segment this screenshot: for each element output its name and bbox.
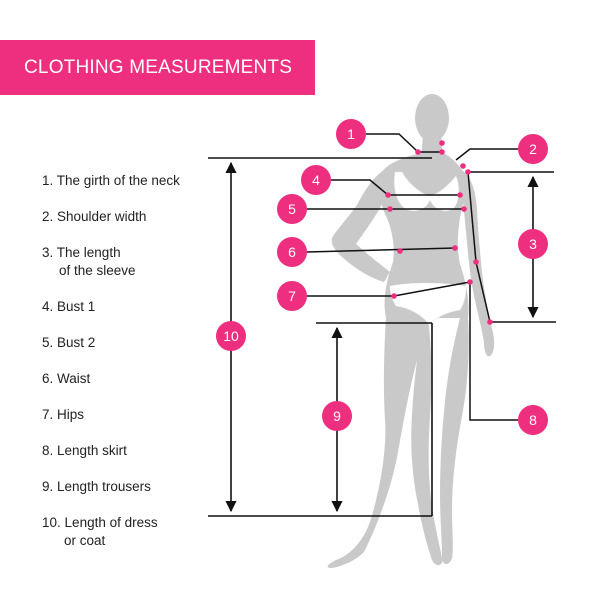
badge-circle [336,119,366,149]
badge-label: 10 [223,328,239,344]
title-banner: CLOTHING MEASUREMENTS [0,40,315,95]
bust1-leader-line [331,179,389,196]
badge-circle [277,194,307,224]
waist-left-point [397,248,403,254]
wrist-point [487,319,493,325]
badge-5: 5 [277,194,307,224]
badge-label: 4 [312,172,320,188]
neck-back-point [439,140,445,146]
badge-circle [216,321,246,351]
badge-circle [322,401,352,431]
badge-3: 3 [518,229,548,259]
sleeve-elbow-point [473,259,479,265]
legend-number: 7. [42,407,54,422]
badge-1: 1 [336,119,366,149]
legend-number: 6. [42,371,54,386]
badge-label: 3 [529,236,537,252]
legend-text: Bust 1 [57,299,96,314]
legend-text: Length trousers [57,479,151,494]
legend-item-shoulder-width: 2. Shoulder width [42,208,232,226]
legend-number: 1. [42,173,54,188]
legend-number: 2. [42,209,54,224]
legend-number: 4. [42,299,54,314]
left-leg-shape [327,316,428,568]
legend-item-waist: 6. Waist [42,370,232,388]
legend-item-dress-length: 10. Length of dress or coat [42,514,232,550]
right-leg-shape [411,318,469,566]
legend-item-hips: 7. Hips [42,406,232,424]
head-shape [415,94,449,142]
legend-text: The girth of the neck [56,173,180,188]
skirt-length-line [469,282,518,421]
legend-text-continued: or coat [64,533,106,548]
waist-line [306,247,456,253]
shoulder-end-point [465,169,471,175]
legend-item-bust-2: 5. Bust 2 [42,334,232,352]
legend-text: Length of dress [64,515,158,530]
badge-label: 7 [288,288,296,304]
legend-text: Hips [57,407,85,422]
legend-number: 5. [42,335,54,350]
bust2-left-point [387,206,393,212]
badge-circle [277,281,307,311]
badge-circle [518,405,548,435]
legend-number: 9. [42,479,54,494]
badge-label: 1 [347,126,355,142]
legend-number: 10. [42,515,61,530]
measurement-points [385,140,493,325]
hips-right-point [467,279,473,285]
badge-4: 4 [301,165,331,195]
badge-8: 8 [518,405,548,435]
bust1-left-point [385,192,391,198]
legend-number: 8. [42,443,54,458]
bust2-right-point [461,206,467,212]
shoulder-leader-line [455,148,518,161]
legend-item-trousers-length: 9. Length trousers [42,478,232,496]
shoulder-point [460,163,466,169]
badge-9: 9 [322,401,352,431]
badge-2: 2 [518,134,548,164]
legend-number: 3. [42,245,54,260]
legend-item-neck-girth: 1. The girth of the neck [42,172,232,190]
legend-text: Shoulder width [57,209,147,224]
neck-left-point [415,149,421,155]
badge-circle [301,165,331,195]
badge-circle [518,229,548,259]
bust1-right-point [457,192,463,198]
page-title: CLOTHING MEASUREMENTS [24,56,293,78]
legend-text-continued: of the sleeve [59,263,136,278]
legend-text: The length [56,245,121,260]
legend-text: Length skirt [57,443,127,458]
mannequin-silhouette [327,94,495,568]
left-arm-shape [331,170,392,282]
badge-label: 9 [333,408,341,424]
bra-shape [393,171,460,212]
legend-item-skirt-length: 8. Length skirt [42,442,232,460]
legend-text: Waist [57,371,91,386]
badge-7: 7 [277,281,307,311]
neck-right-point [439,149,445,155]
badge-10: 10 [216,321,246,351]
legend-item-bust-1: 4. Bust 1 [42,298,232,316]
badge-label: 6 [288,244,296,260]
badge-label: 8 [529,412,537,428]
badge-label: 5 [288,201,296,217]
badge-circle [518,134,548,164]
legend-text: Bust 2 [57,335,96,350]
number-badges: 1 2 3 4 5 6 7 8 9 10 [216,119,548,435]
badge-circle [277,237,307,267]
badge-label: 2 [529,141,537,157]
measurement-legend: 1. The girth of the neck 2. Shoulder wid… [42,172,232,568]
reference-lines [208,157,556,517]
badge-6: 6 [277,237,307,267]
neck-leader-line [366,133,419,153]
legend-item-sleeve-length: 3. The length of the sleeve [42,244,232,280]
waist-right-point [452,245,458,251]
hips-left-point [391,293,397,299]
measurement-lines [306,133,518,421]
